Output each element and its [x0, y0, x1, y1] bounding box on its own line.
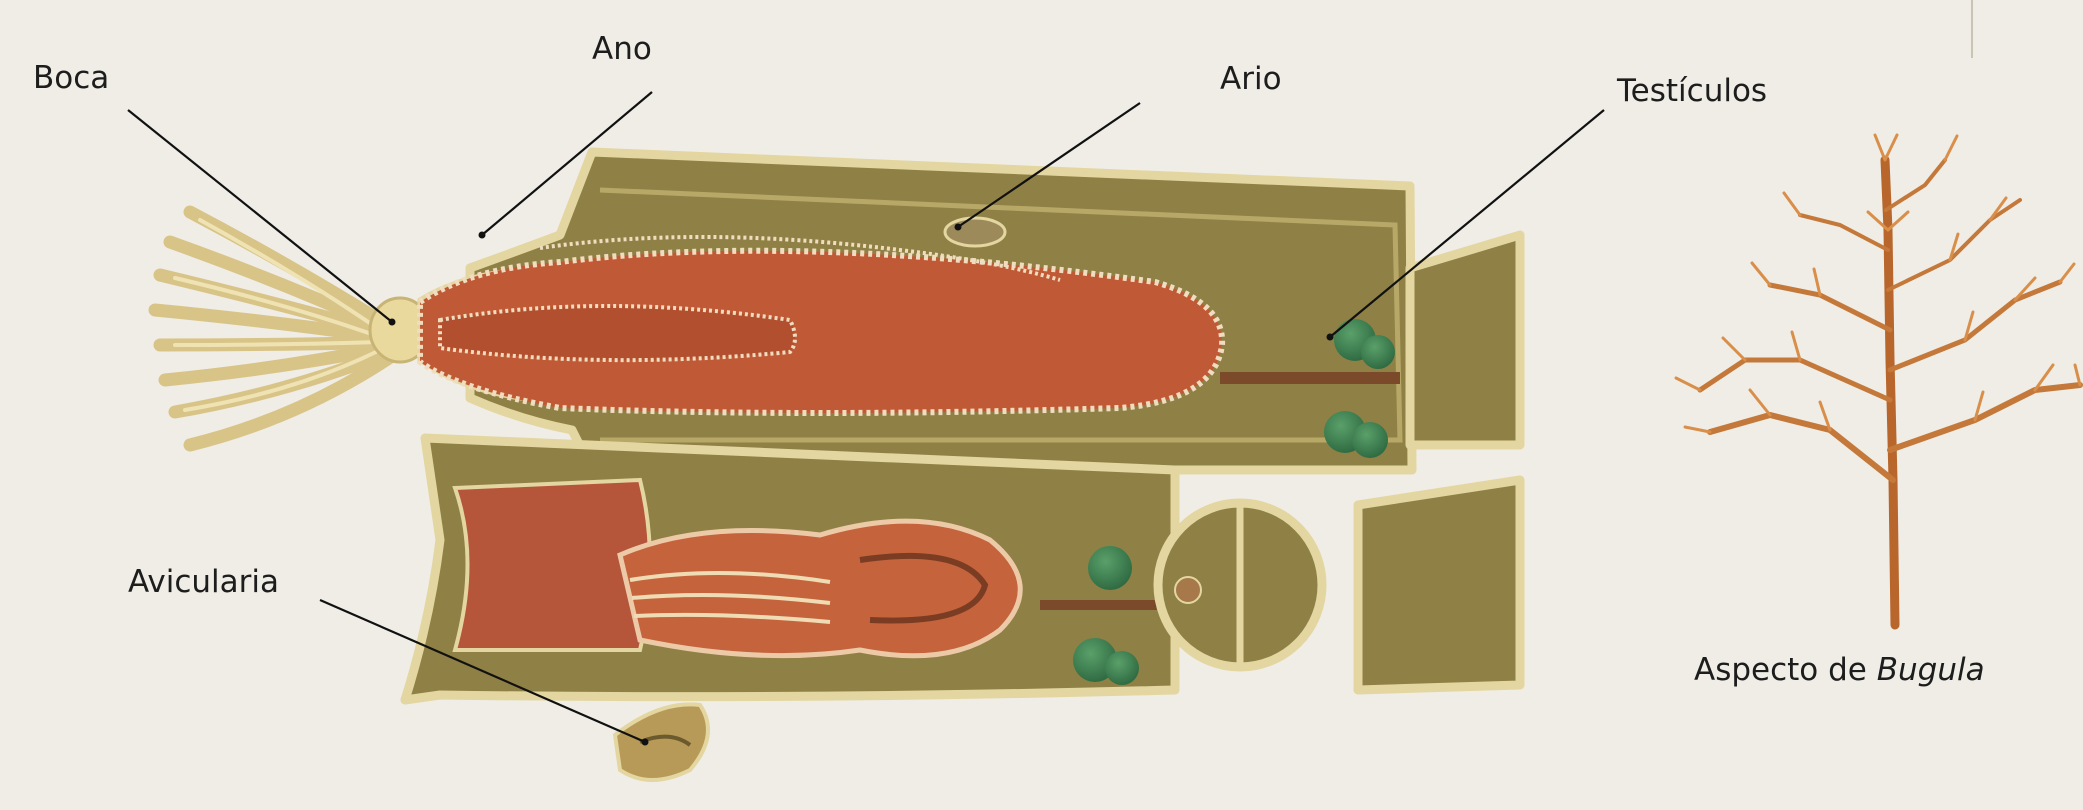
adjacent-zooid-upper [1410, 235, 1520, 445]
upper-gut-inner-fold [440, 306, 795, 360]
label-ano: Ano [592, 34, 652, 65]
caption-species: Bugula [1877, 652, 1985, 688]
embryo [1175, 577, 1201, 603]
label-ario: Ario [1220, 64, 1282, 95]
avicularium [615, 704, 708, 780]
lower-zooid [405, 438, 1322, 780]
bugula-colony-illustration [1676, 135, 2080, 625]
caption-bugula: Aspecto de Bugula [1694, 655, 1985, 686]
label-testiculos: Testículos [1617, 76, 1767, 107]
label-avicularia: Avicularia [128, 567, 279, 598]
upper-zooid [155, 152, 1412, 470]
ario-structure [945, 218, 1005, 246]
leader-boca [128, 110, 392, 322]
adjacent-zooid-lower [1358, 480, 1520, 690]
caption-prefix: Aspecto de [1694, 652, 1877, 688]
label-boca: Boca [33, 63, 109, 94]
lower-gut [620, 521, 1020, 656]
